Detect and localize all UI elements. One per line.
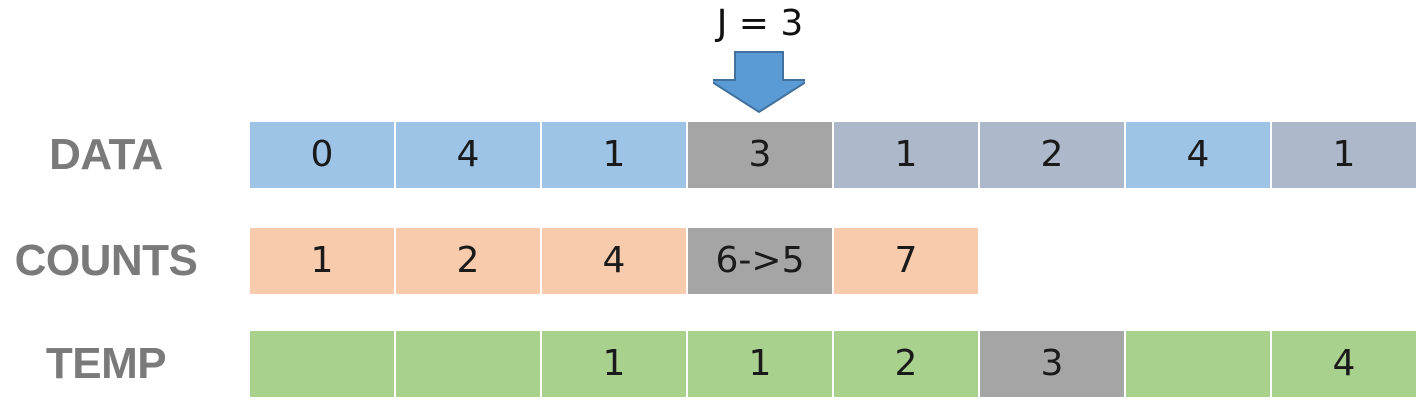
data-cell-2: 1 [542,122,686,188]
data-cell-3: 3 [688,122,832,188]
counts-cell-4: 7 [834,228,978,294]
temp-cell-1 [396,331,540,397]
data-cell-4: 1 [834,122,978,188]
down-arrow-icon [713,51,805,114]
data-cell-0: 0 [250,122,394,188]
data-cell-6: 4 [1126,122,1270,188]
temp-cell-5: 3 [980,331,1124,397]
data-cell-1: 4 [396,122,540,188]
counts-cell-2: 4 [542,228,686,294]
temp-cell-4: 2 [834,331,978,397]
temp-cell-3: 1 [688,331,832,397]
data-cell-5: 2 [980,122,1124,188]
temp-cell-6 [1126,331,1270,397]
temp-cell-2: 1 [542,331,686,397]
data-cell-7: 1 [1272,122,1416,188]
pointer-label: J = 3 [716,3,804,44]
counts-cell-0: 1 [250,228,394,294]
row-label-data: DATA [49,130,163,179]
counts-cell-3: 6->5 [688,228,832,294]
counts-cell-1: 2 [396,228,540,294]
row-label-temp: TEMP [45,339,167,388]
temp-cell-0 [250,331,394,397]
row-label-counts: COUNTS [14,236,198,285]
temp-cell-7: 4 [1272,331,1416,397]
